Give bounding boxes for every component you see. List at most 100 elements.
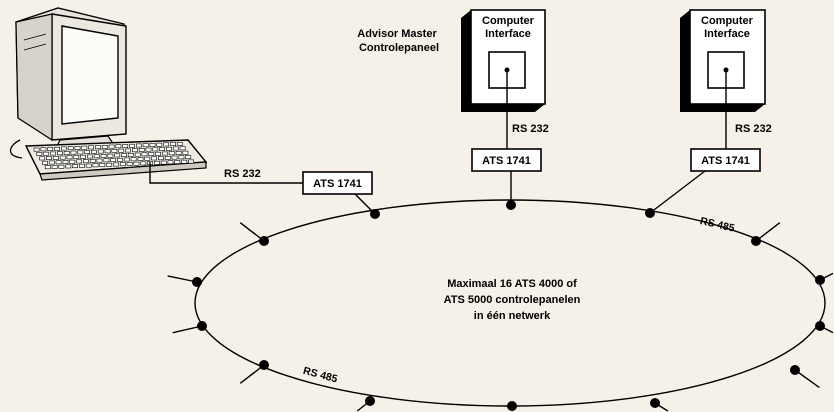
keyboard-key [174,160,181,164]
keyboard-key [97,149,104,154]
keyboard-key [122,144,129,149]
keyboard-key [69,159,76,164]
interface-2-rs232-label: RS 232 [735,123,772,135]
keyboard-key [154,160,160,165]
network-node [259,236,269,246]
keyboard-key [55,160,62,165]
keyboard-key [73,155,80,159]
keyboard-key [85,163,92,168]
panel-title-line-1: Advisor Master [357,28,437,40]
keyboard-key [91,149,97,154]
keyboard-key [149,143,156,147]
keyboard-key [129,143,135,148]
keyboard-key [132,148,138,153]
interface-1-converter-box [471,148,542,172]
keyboard-key [136,143,142,148]
keyboard-key [110,158,117,163]
keyboard-key [119,162,126,167]
keyboard-key [176,142,183,146]
keyboard-key [36,152,43,156]
network-node [815,321,825,331]
keyboard-key [108,144,115,149]
keyboard-key [62,160,69,164]
keyboard-key [182,150,189,155]
interface-1-rs232-label: RS 232 [512,123,549,135]
keyboard-key [175,151,182,155]
keyboard-key [51,165,58,169]
keyboard-key [123,157,130,162]
network-node [790,365,800,375]
keyboard-key [74,146,81,150]
keyboard-key [104,149,111,154]
network-node [650,398,660,408]
keyboard-key [99,163,106,167]
keyboard-key [121,153,127,158]
keyboard-key [126,162,133,166]
keyboard-key [92,163,99,168]
pc-rs232-link [149,162,303,184]
network-node [507,401,517,411]
keyboard-key [111,149,118,153]
keyboard-keys [33,142,194,170]
keyboard-key [81,145,88,150]
network-node [365,396,375,406]
keyboard-key [96,158,103,163]
keyboard-key [158,156,164,161]
keyboard-key [159,147,165,152]
keyboard-key [95,145,101,150]
keyboard-key [54,146,60,151]
keyboard-key [58,164,65,169]
keyboard-key [107,153,114,158]
keyboard-key [59,155,66,160]
keyboard-key [151,156,157,161]
keyboard-key [60,146,67,151]
interface-2-converter-label: ATS 1741 [701,155,750,167]
caption-line-2: ATS 5000 controlepanelen [444,294,581,306]
keyboard-key [115,144,122,149]
keyboard-key [133,161,140,166]
keyboard-key [164,156,171,160]
keyboard-key [93,154,100,159]
keyboard-key [106,162,113,167]
keyboard-key [46,156,52,161]
keyboard-key [80,154,86,159]
keyboard-key [89,159,96,163]
keyboard-key [145,147,152,152]
interface-2-title-line-1: Computer [701,15,754,27]
keyboard-key [138,148,145,152]
keyboard-key [103,158,110,163]
keyboard-key [168,151,175,156]
network-node [192,277,202,287]
panel-title-line-2: Controlepaneel [359,42,439,54]
computer-interface-2: Computer Interface [680,9,766,112]
keyboard-key [178,155,185,160]
keyboard-key [72,164,78,169]
keyboard-key [67,146,74,151]
keyboard-key [88,145,94,150]
keyboard-key [52,156,59,160]
pc-converter-label: ATS 1741 [313,178,362,190]
keyboard-key [188,159,194,164]
keyboard-key [148,152,155,156]
keyboard-key [152,147,159,152]
keyboard-key [185,155,192,160]
keyboard-key [118,148,125,153]
keyboard-key [63,151,70,155]
keyboard-key [43,151,50,156]
interface-2-converter-box [690,148,761,172]
keyboard-key [179,146,186,151]
interface-2-title-line-2: Interface [704,28,750,40]
keyboard-key [144,156,151,161]
keyboard-key [142,143,149,148]
keyboard-key [160,160,167,165]
keyboard-key [87,154,93,159]
keyboard-key [162,151,168,156]
keyboard-key [117,157,123,162]
rs485-label-top: RS 485 [699,215,736,235]
keyboard-key [66,155,73,160]
keyboard-key [114,153,121,158]
keyboard-key [170,142,176,147]
pc-converter-drop [354,193,376,215]
keyboard-key [113,162,119,167]
